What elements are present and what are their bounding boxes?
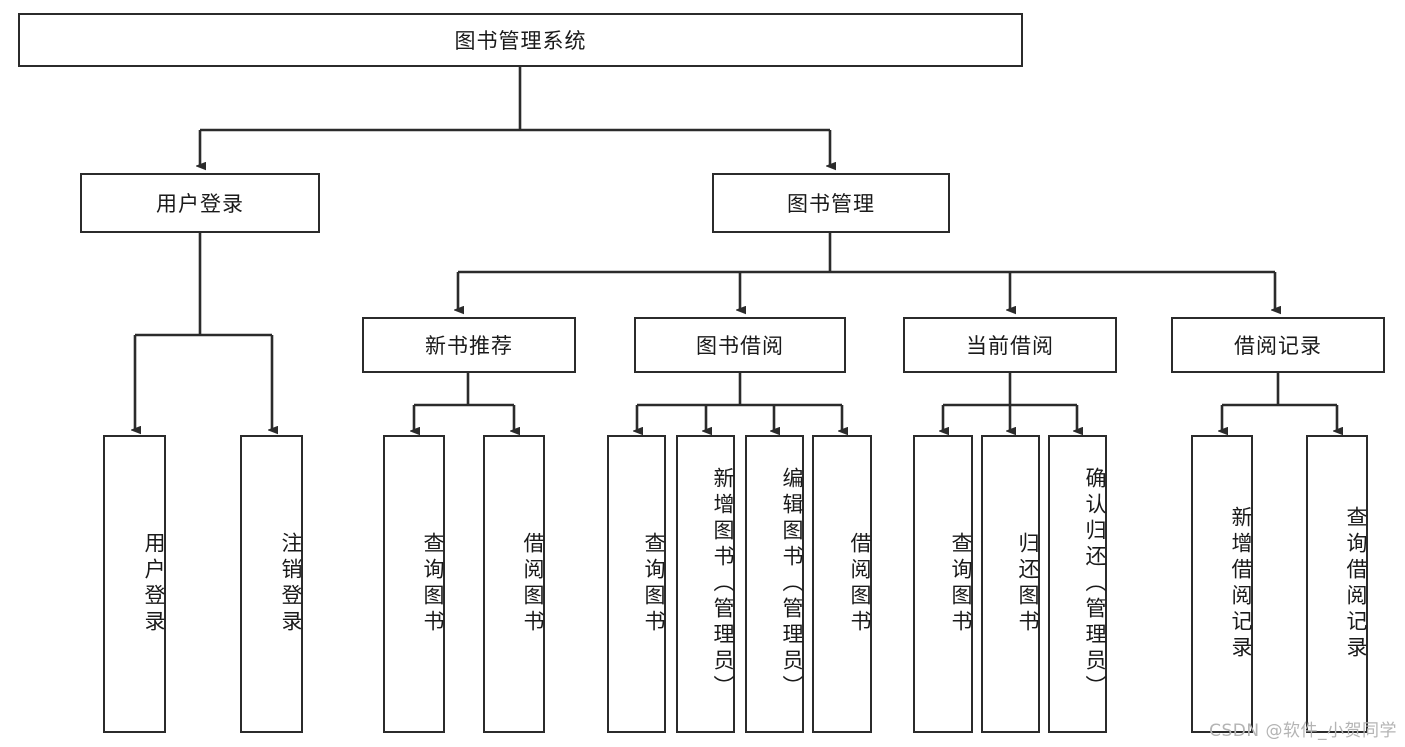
node-book-manage-label: 图书管理 (787, 192, 875, 216)
node-leaf-add-record[interactable]: 新增借阅记录 (1191, 435, 1253, 733)
csdn-watermark: CSDN @软件_小贺同学 (1209, 721, 1397, 741)
node-leaf-user-logout-label: 注销登录 (279, 532, 303, 636)
node-book-borrow[interactable]: 图书借阅 (634, 317, 846, 373)
node-leaf-add-record-label: 新增借阅记录 (1229, 506, 1253, 662)
node-leaf-user-login[interactable]: 用户登录 (103, 435, 166, 733)
node-leaf-borrow-book-2-label: 借阅图书 (848, 532, 872, 636)
node-leaf-query-book-1[interactable]: 查询图书 (383, 435, 445, 733)
node-leaf-user-login-label: 用户登录 (142, 532, 166, 636)
node-leaf-user-logout[interactable]: 注销登录 (240, 435, 303, 733)
node-leaf-confirm-return-label: 确认归还（管理员） (1083, 467, 1107, 701)
node-leaf-query-book-3-label: 查询图书 (949, 532, 973, 636)
node-user-login-label: 用户登录 (156, 192, 244, 216)
node-leaf-borrow-book-2[interactable]: 借阅图书 (812, 435, 872, 733)
node-new-book-recommend[interactable]: 新书推荐 (362, 317, 576, 373)
node-borrow-record[interactable]: 借阅记录 (1171, 317, 1385, 373)
node-current-borrow[interactable]: 当前借阅 (903, 317, 1117, 373)
node-book-borrow-label: 图书借阅 (696, 334, 784, 358)
node-borrow-record-label: 借阅记录 (1234, 334, 1322, 358)
node-leaf-query-record[interactable]: 查询借阅记录 (1306, 435, 1368, 733)
node-leaf-edit-book[interactable]: 编辑图书（管理员） (745, 435, 804, 733)
node-leaf-return-book[interactable]: 归还图书 (981, 435, 1040, 733)
node-book-manage[interactable]: 图书管理 (712, 173, 950, 233)
node-leaf-query-record-label: 查询借阅记录 (1344, 506, 1368, 662)
node-leaf-query-book-2[interactable]: 查询图书 (607, 435, 666, 733)
node-leaf-query-book-2-label: 查询图书 (642, 532, 666, 636)
node-new-book-recommend-label: 新书推荐 (425, 334, 513, 358)
node-current-borrow-label: 当前借阅 (966, 334, 1054, 358)
node-leaf-query-book-3[interactable]: 查询图书 (913, 435, 973, 733)
node-leaf-borrow-book-1[interactable]: 借阅图书 (483, 435, 545, 733)
node-leaf-return-book-label: 归还图书 (1016, 532, 1040, 636)
node-user-login[interactable]: 用户登录 (80, 173, 320, 233)
node-leaf-confirm-return[interactable]: 确认归还（管理员） (1048, 435, 1107, 733)
node-leaf-borrow-book-1-label: 借阅图书 (521, 532, 545, 636)
node-leaf-query-book-1-label: 查询图书 (421, 532, 445, 636)
node-leaf-edit-book-label: 编辑图书（管理员） (780, 467, 804, 701)
node-leaf-add-book[interactable]: 新增图书（管理员） (676, 435, 735, 733)
node-root[interactable]: 图书管理系统 (18, 13, 1023, 67)
node-root-label: 图书管理系统 (454, 29, 587, 53)
node-leaf-add-book-label: 新增图书（管理员） (711, 467, 735, 701)
